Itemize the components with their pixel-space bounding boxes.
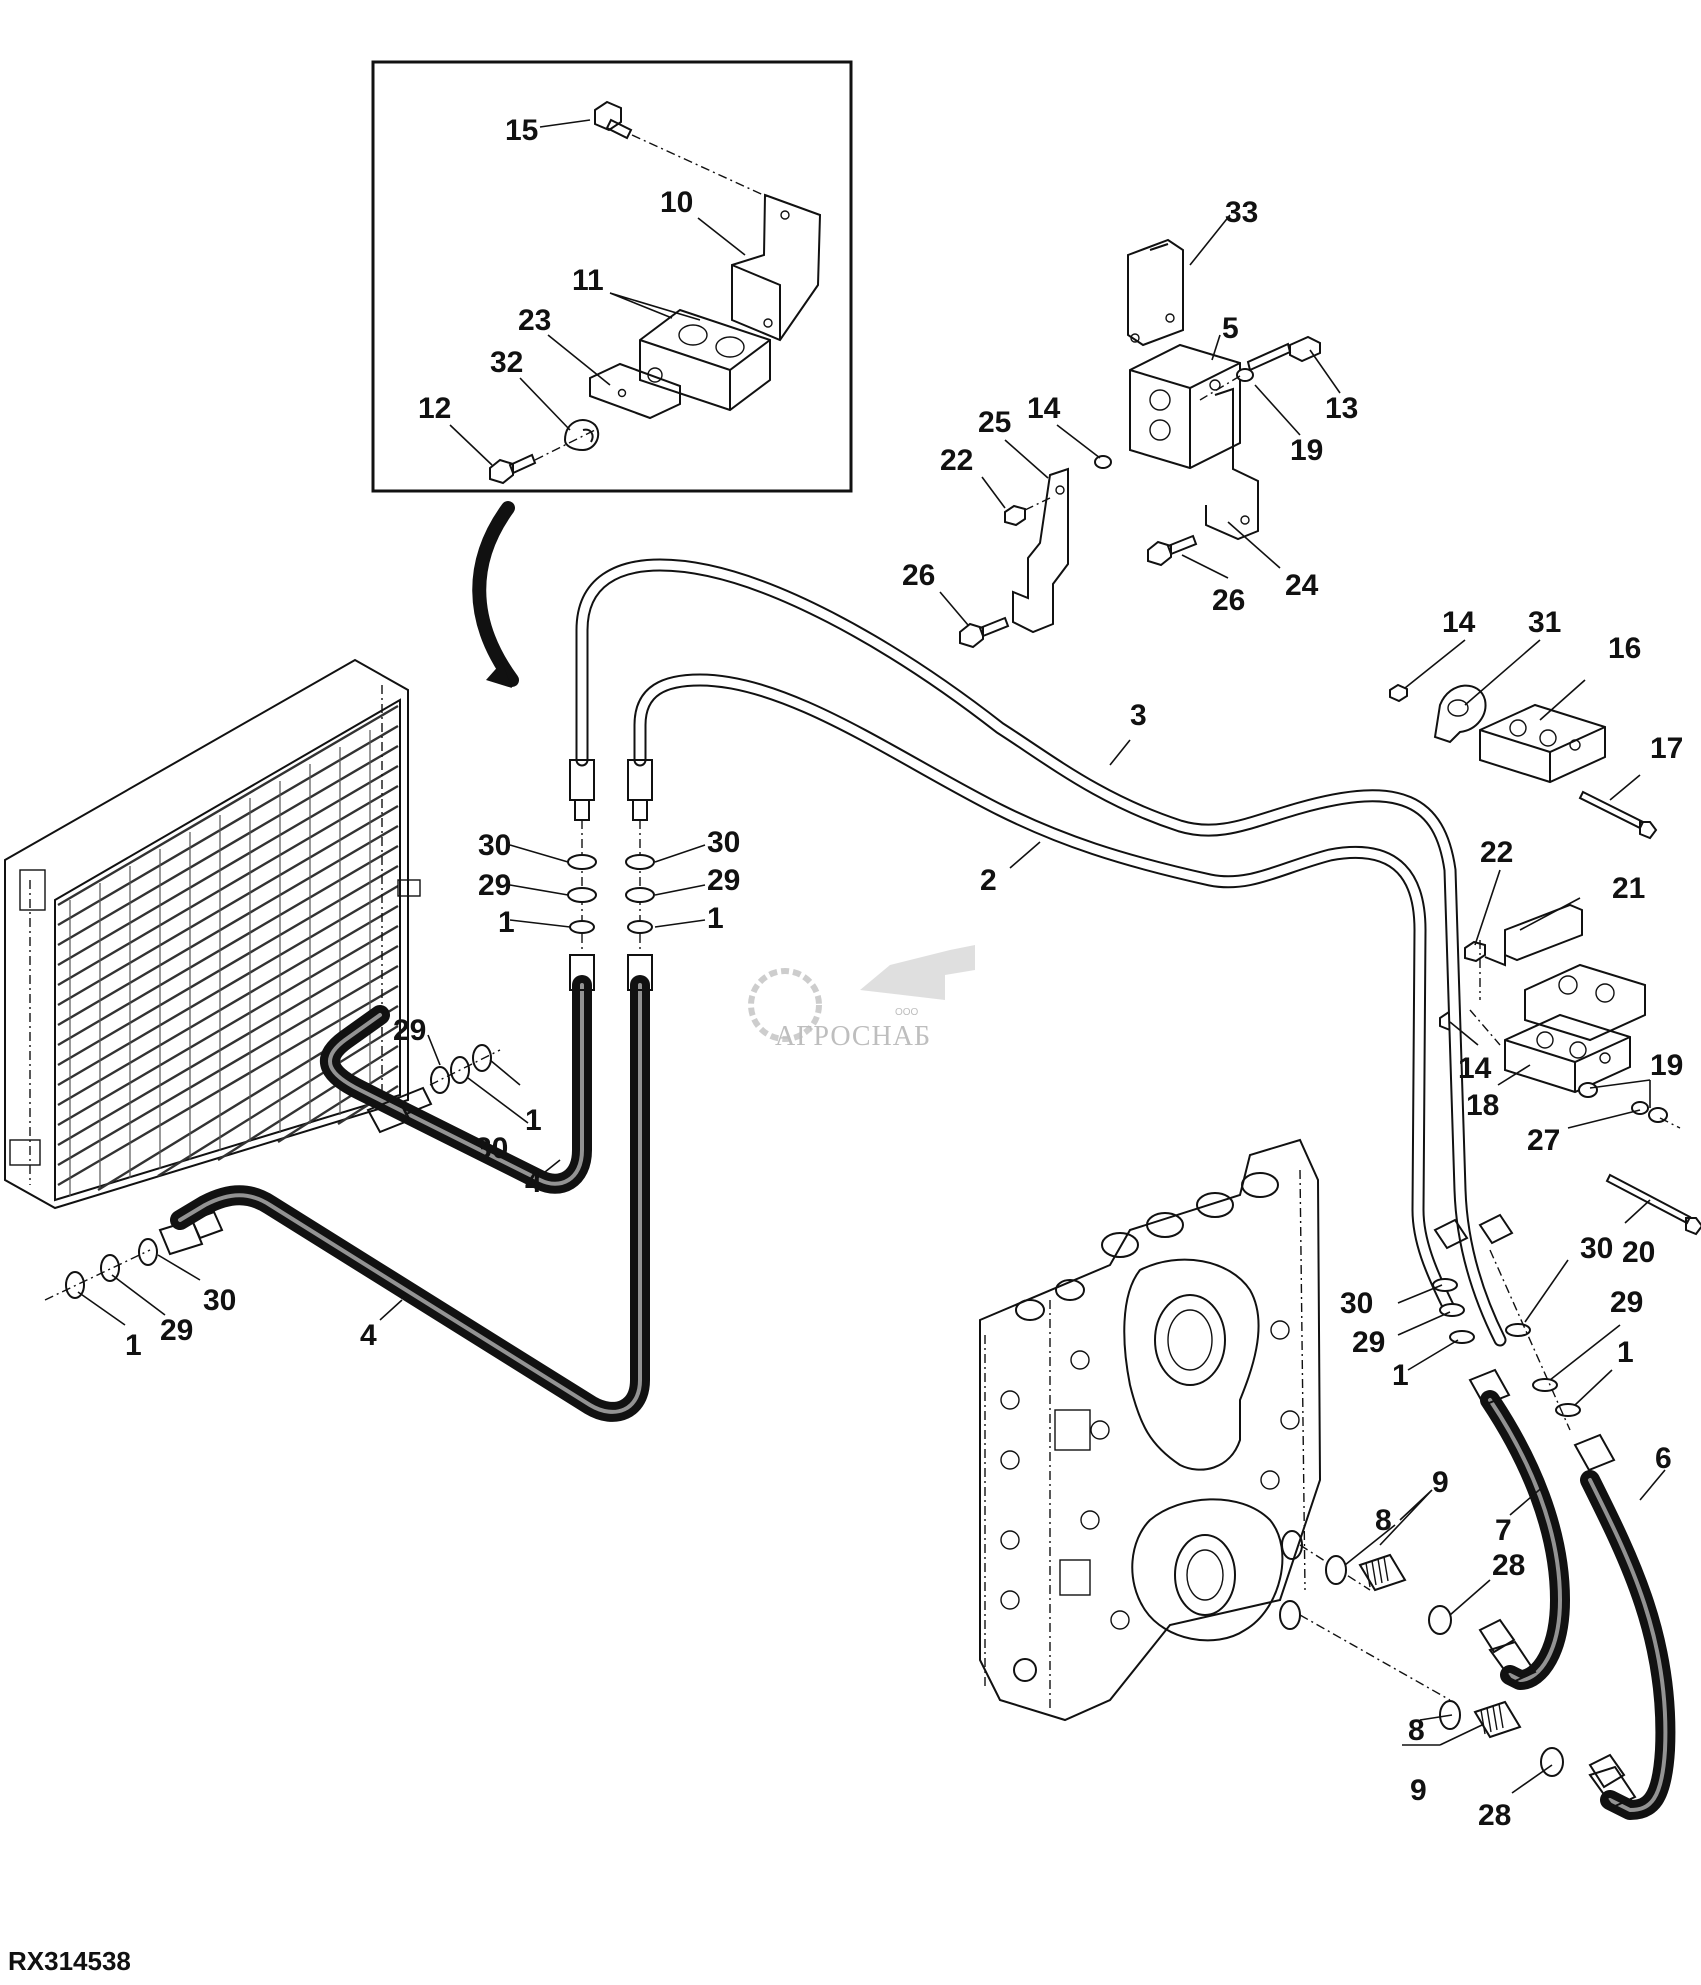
hose-4-upper: [320, 975, 592, 1194]
callout-22-top: 22: [940, 444, 973, 477]
callout-1-hose-low: 1: [125, 1329, 142, 1362]
callout-1-tube-right: 1: [707, 902, 724, 935]
callout-26-right: 26: [1212, 584, 1245, 617]
callout-19-top: 19: [1290, 434, 1323, 467]
callout-33: 33: [1225, 196, 1258, 229]
callout-7: 7: [1495, 1514, 1512, 1547]
callout-3: 3: [1130, 699, 1147, 732]
watermark-small-text: ООО: [895, 1007, 919, 1018]
callout-23: 23: [518, 304, 551, 337]
detail-inset: [371, 60, 853, 493]
watermark-logo: ООО АГРОСНАБ: [748, 945, 975, 1052]
plate-23: [589, 362, 681, 420]
callout-6: 6: [1655, 1442, 1672, 1475]
callout-30-hose-low: 30: [203, 1284, 236, 1317]
fitting-9-lower: [1439, 1700, 1626, 1789]
callout-29-hose-low: 29: [160, 1314, 193, 1347]
callout-14-right: 14: [1442, 606, 1476, 639]
callout-28-upper: 28: [1492, 1549, 1525, 1582]
callout-32: 32: [490, 346, 523, 379]
callout-10: 10: [660, 186, 693, 219]
callout-labels: 15 10 11 23 32 12 33 5 13 19 14 25 22 26…: [125, 114, 1683, 1832]
callout-30-tube-left: 30: [478, 829, 511, 862]
callout-17: 17: [1650, 732, 1683, 765]
oil-cooler: [4, 658, 421, 1210]
callout-30-valve-right: 30: [1580, 1232, 1613, 1265]
seal-stacks: [44, 854, 1581, 1431]
callout-29-tube-left: 29: [478, 869, 511, 902]
callout-8-upper: 8: [1375, 1504, 1392, 1537]
callout-28-lower: 28: [1478, 1799, 1511, 1832]
callout-18: 18: [1466, 1089, 1499, 1122]
callout-1-valve-right: 1: [1617, 1336, 1634, 1369]
callout-8-lower: 8: [1408, 1714, 1425, 1747]
callout-29-hose-mid: 29: [393, 1014, 426, 1047]
callout-1-tube-left: 1: [498, 906, 515, 939]
bracket-group: [959, 238, 1321, 649]
hose-7: [1480, 1390, 1570, 1690]
clip-32: [563, 419, 600, 452]
callout-1-valve-left: 1: [1392, 1359, 1409, 1392]
callout-26-left: 26: [902, 559, 935, 592]
callout-15: 15: [505, 114, 538, 147]
callout-4-upper: 4: [525, 1166, 542, 1199]
callout-2: 2: [980, 864, 997, 897]
detail-arrow: [472, 501, 519, 688]
bolt-12: [489, 429, 596, 485]
tube-fittings: [569, 759, 1514, 1250]
callout-13: 13: [1325, 392, 1358, 425]
callout-21: 21: [1612, 872, 1645, 905]
callout-29-valve-left: 29: [1352, 1326, 1385, 1359]
right-clamp-group: [1389, 683, 1701, 1236]
tube-2: [633, 673, 1457, 1317]
callout-16: 16: [1608, 632, 1641, 665]
tube-3: [575, 558, 1507, 1347]
fitting-9-upper: [1325, 1553, 1516, 1654]
callout-14-lower: 14: [1458, 1052, 1492, 1085]
callout-4-lower: 4: [360, 1319, 377, 1352]
callout-22-right: 22: [1480, 836, 1513, 869]
callout-20: 20: [1622, 1236, 1655, 1269]
callout-14-top: 14: [1027, 392, 1061, 425]
callout-24: 24: [1285, 569, 1319, 602]
leader-lines: [77, 119, 1666, 1794]
clamp-11: [639, 308, 771, 412]
valve-body: [979, 1138, 1451, 1722]
watermark-name: АГРОСНАБ: [775, 1021, 931, 1052]
callout-9-lower: 9: [1410, 1774, 1427, 1807]
bracket-10: [731, 193, 822, 342]
hose-fittings: [158, 954, 1637, 1809]
figure-id: RX314538: [8, 1946, 131, 1976]
callout-29-tube-right: 29: [707, 864, 740, 897]
bolt-15: [594, 100, 771, 199]
callout-27: 27: [1527, 1124, 1560, 1157]
callout-25: 25: [978, 406, 1011, 439]
callout-29-valve-right: 29: [1610, 1286, 1643, 1319]
callout-5: 5: [1222, 312, 1239, 345]
callout-30-valve-left: 30: [1340, 1287, 1373, 1320]
callout-31: 31: [1528, 606, 1561, 639]
callout-12: 12: [418, 392, 451, 425]
hose-6: [1580, 1470, 1676, 1820]
callout-9-upper: 9: [1432, 1466, 1449, 1499]
callout-30-tube-right: 30: [707, 826, 740, 859]
callout-19-right: 19: [1650, 1049, 1683, 1082]
callout-30-hose-mid: 30: [475, 1132, 508, 1165]
callout-1-hose-mid: 1: [525, 1104, 542, 1137]
hose-4-lower: [170, 975, 650, 1422]
callout-11: 11: [572, 264, 604, 297]
